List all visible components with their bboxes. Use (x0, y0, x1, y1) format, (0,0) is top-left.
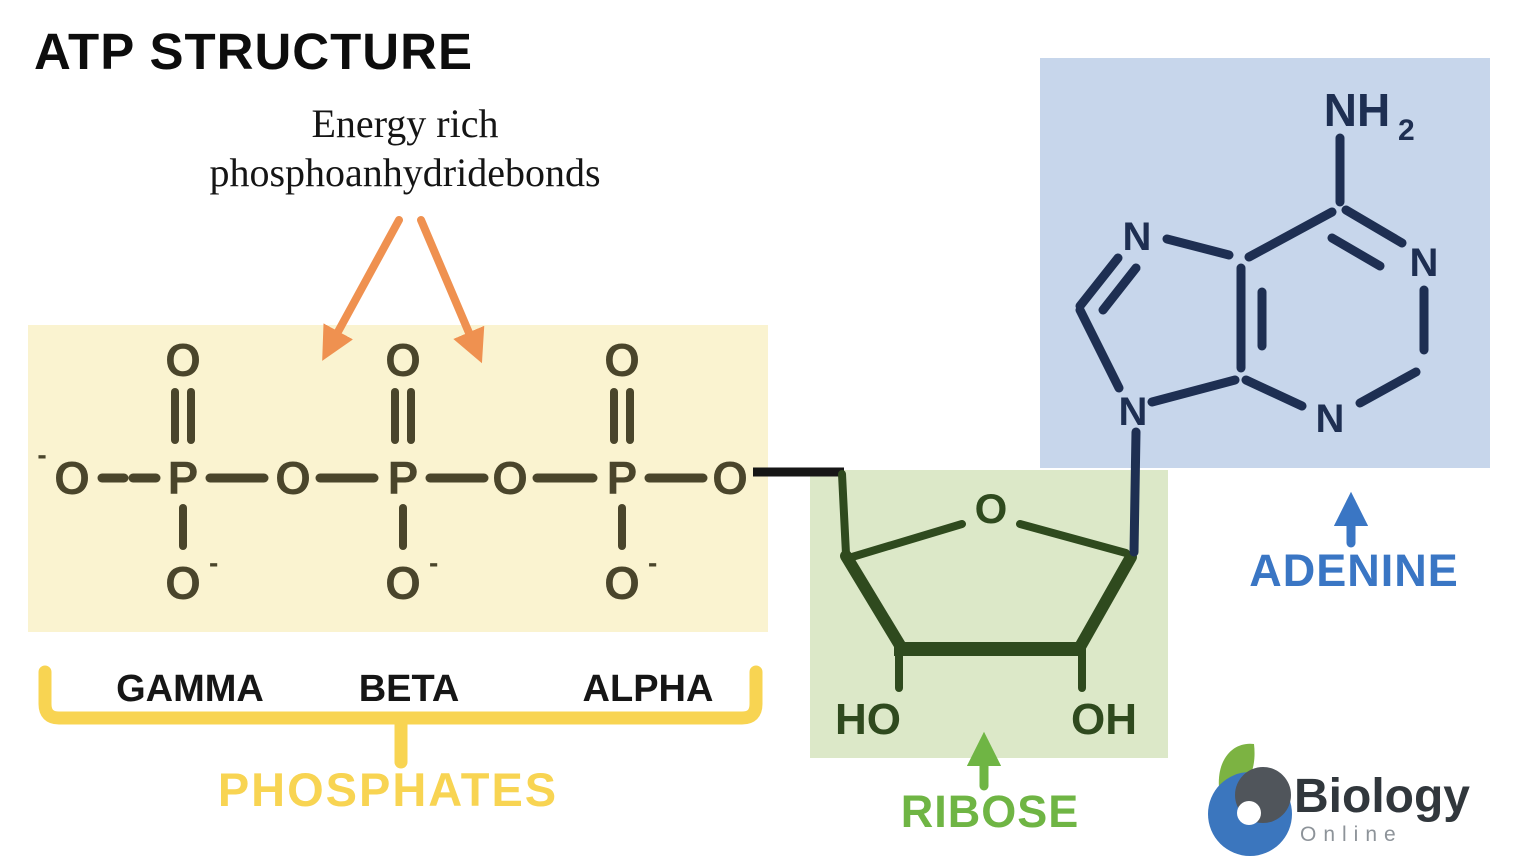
adenine-n1-label: N (1410, 241, 1439, 285)
ribose-o-c4-bond (848, 520, 966, 561)
ribose-c2-c1-wedge (1074, 551, 1137, 653)
adenine-n9-label: N (1119, 390, 1148, 434)
alpha-phosphorus: P (607, 452, 638, 504)
beta-label: BETA (359, 668, 460, 710)
phosphates-label: PHOSPHATES (218, 763, 558, 816)
energy-annotation: Energy rich phosphoanhydridebonds (140, 100, 670, 198)
gamma-bottom-minus: - (209, 547, 218, 578)
gamma-phosphorus: P (168, 452, 199, 504)
logo-center-hole (1237, 801, 1261, 825)
gamma-label: GAMMA (116, 668, 264, 710)
adenine-n9-c4-bond (1147, 375, 1240, 407)
ribose-ho-label: HO (835, 695, 901, 744)
ribose-c4-c3-wedge (840, 550, 907, 653)
ribose-label: RIBOSE (901, 786, 1080, 837)
ribose-ring-oxygen: O (975, 485, 1008, 532)
ester-oxygen: O (712, 452, 748, 504)
adenine-n7-c8-double (1098, 263, 1141, 315)
ribose-oh-label: OH (1071, 695, 1137, 744)
annotation-arrow-right (417, 216, 485, 364)
gamma-top-oxygen: O (165, 334, 201, 386)
adenine-n3-label: N (1316, 397, 1345, 441)
logo-subtitle-text: Online (1300, 823, 1403, 846)
biology-online-logo: Biology Online (1208, 743, 1470, 856)
adenine-n7-label: N (1123, 215, 1152, 259)
adenine-c6-n1-double (1327, 233, 1385, 271)
adenine-n3-c4-bond (1241, 375, 1307, 411)
energy-annotation-line2: phosphoanhydridebonds (209, 149, 601, 195)
adenine-label: ADENINE (1249, 545, 1459, 596)
beta-bottom-minus: - (429, 547, 438, 578)
alpha-top-oxygen: O (604, 334, 640, 386)
alpha-bottom-oxygen: O (604, 557, 640, 609)
annotation-arrow-left (322, 216, 403, 361)
adenine-n9-ribose-bond (1129, 427, 1141, 557)
ribose-c5-bond (838, 470, 850, 558)
logo-brand-text: Biology (1294, 770, 1470, 823)
alpha-bottom-minus: - (648, 547, 657, 578)
chain-oxygen-terminal: O (54, 452, 90, 504)
terminal-minus-charge: - (37, 439, 46, 470)
adenine-c8-n9-bond (1075, 305, 1124, 393)
adenine-n7-c8-bond (1075, 253, 1123, 311)
bridge-oxygen-2: O (492, 452, 528, 504)
beta-top-oxygen: O (385, 334, 421, 386)
adenine-c6-n1-bond (1341, 205, 1407, 248)
bridge-oxygen-1: O (275, 452, 311, 504)
ribose-highlight-box (810, 470, 1168, 758)
beta-phosphorus: P (388, 452, 419, 504)
adenine-nh2-subscript: 2 (1398, 114, 1415, 147)
ribose-o-c1-bond (1016, 520, 1130, 557)
adenine-c5-n7-bond (1162, 234, 1234, 260)
alpha-label: ALPHA (583, 668, 714, 710)
adenine-nh2-label: NH (1324, 84, 1390, 136)
energy-annotation-line1: Energy rich (311, 101, 499, 146)
beta-bottom-oxygen: O (385, 557, 421, 609)
gamma-bottom-oxygen: O (165, 557, 201, 609)
adenine-c5-c6-bond (1244, 207, 1337, 262)
page-title: ATP STRUCTURE (34, 23, 473, 80)
adenine-c2-n3-bond (1355, 367, 1421, 408)
